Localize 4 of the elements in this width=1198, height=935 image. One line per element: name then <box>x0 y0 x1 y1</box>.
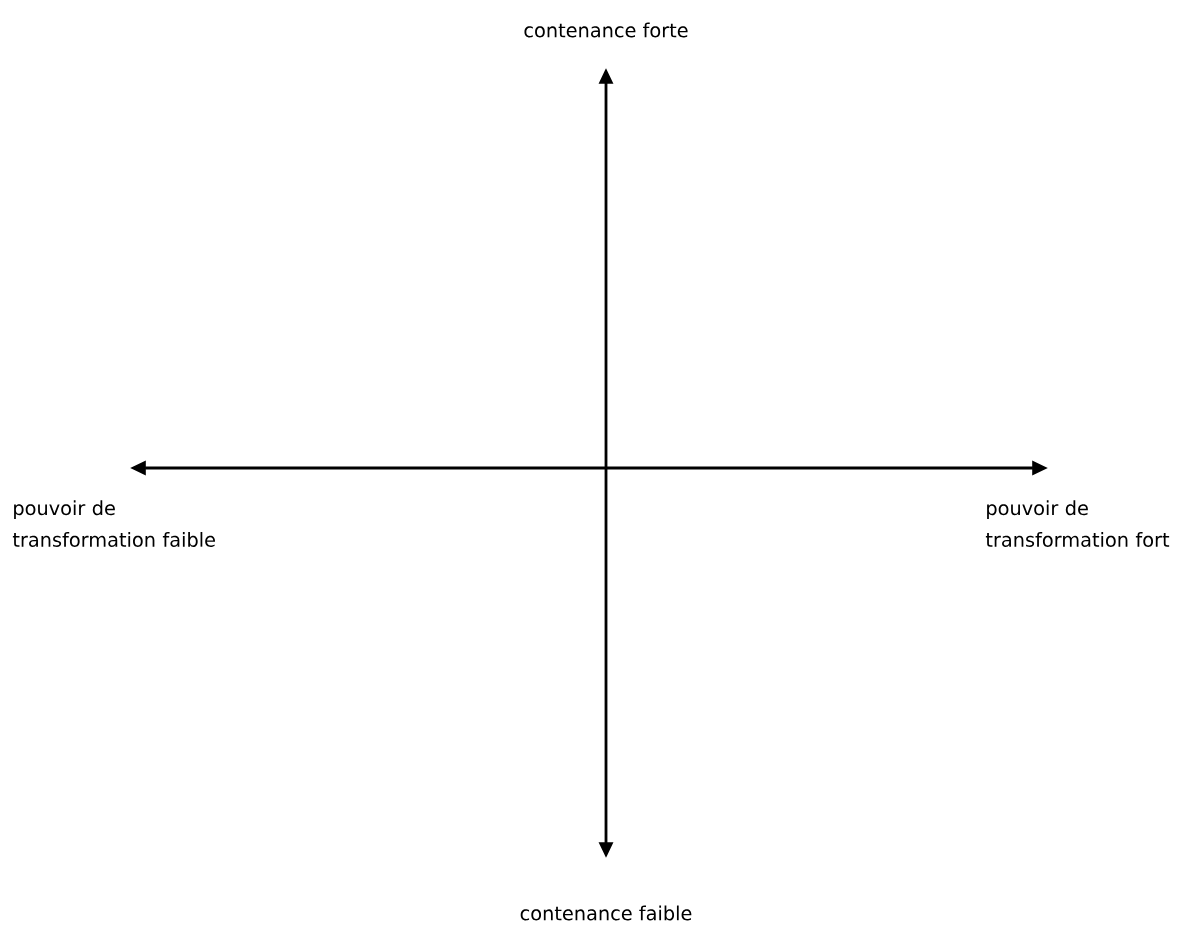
axis-label: contenance faible <box>520 905 692 921</box>
axis-label: contenance forte <box>524 22 688 38</box>
axis-label: pouvoir de transformation fort <box>985 500 1170 547</box>
axis-label: pouvoir de transformation faible <box>12 500 215 547</box>
